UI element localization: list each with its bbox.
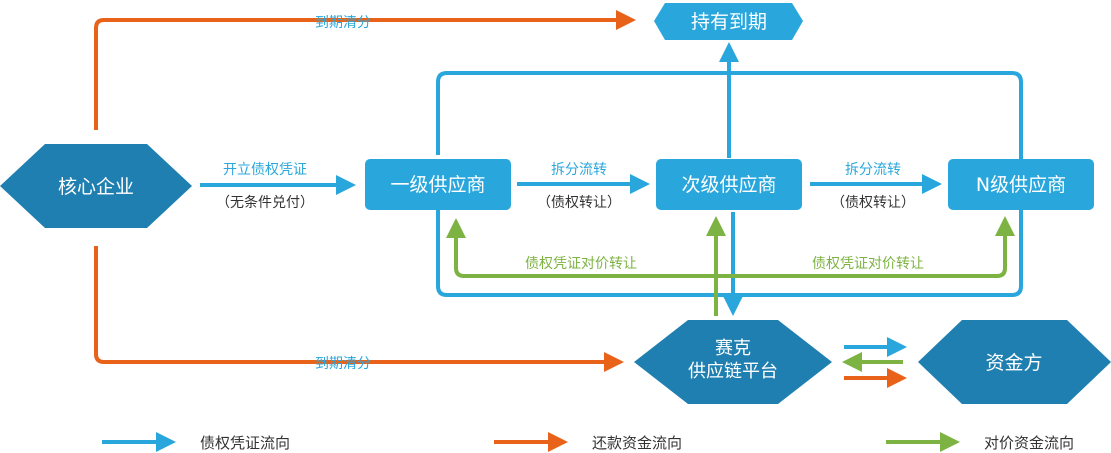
saike-platform-node[interactable]: 赛克 供应链平台 [634, 320, 832, 404]
svg-text:N级供应商: N级供应商 [976, 174, 1066, 196]
split2-label-1: 拆分流转 [845, 162, 901, 178]
tier2-supplier-node[interactable]: 次级供应商 [656, 159, 802, 210]
issue-label-1: 开立债权凭证 [223, 162, 307, 178]
legend: 债权凭证流向 还款资金流向 对价资金流向 [102, 432, 1074, 452]
pay-flow-loop [446, 218, 1007, 278]
due-clear-bottom-label: 到期清分 [315, 356, 371, 372]
transfer-right-label: 债权凭证对价转让 [812, 256, 924, 272]
split1-label-2: （债权转让） [537, 195, 621, 211]
legend-repay-label: 还款资金流向 [592, 434, 682, 452]
svg-text:赛克: 赛克 [715, 338, 751, 359]
tierN-supplier-node[interactable]: N级供应商 [948, 159, 1094, 210]
due-clear-top-label: 到期清分 [315, 15, 371, 31]
issue-label-2: （无条件兑付） [216, 194, 314, 211]
funder-node[interactable]: 资金方 [918, 320, 1111, 404]
svg-text:一级供应商: 一级供应商 [390, 174, 485, 196]
svg-text:次级供应商: 次级供应商 [681, 174, 776, 196]
svg-text:核心企业: 核心企业 [58, 176, 134, 198]
legend-pay-label: 对价资金流向 [984, 434, 1074, 452]
transfer-left-label: 债权凭证对价转让 [525, 256, 637, 272]
core-enterprise-node[interactable]: 核心企业 [0, 144, 192, 228]
svg-text:供应链平台: 供应链平台 [688, 361, 778, 382]
tier1-supplier-node[interactable]: 一级供应商 [365, 159, 511, 210]
repay-arrow-top [94, 10, 636, 130]
svg-text:资金方: 资金方 [985, 352, 1042, 374]
split2-label-2: （债权转让） [831, 195, 915, 211]
split1-label-1: 拆分流转 [551, 162, 607, 178]
repay-arrow-bottom [94, 246, 624, 372]
svg-text:持有到期: 持有到期 [691, 11, 767, 33]
legend-debt-label: 债权凭证流向 [200, 434, 290, 452]
hold-to-maturity-node[interactable]: 持有到期 [654, 3, 803, 40]
